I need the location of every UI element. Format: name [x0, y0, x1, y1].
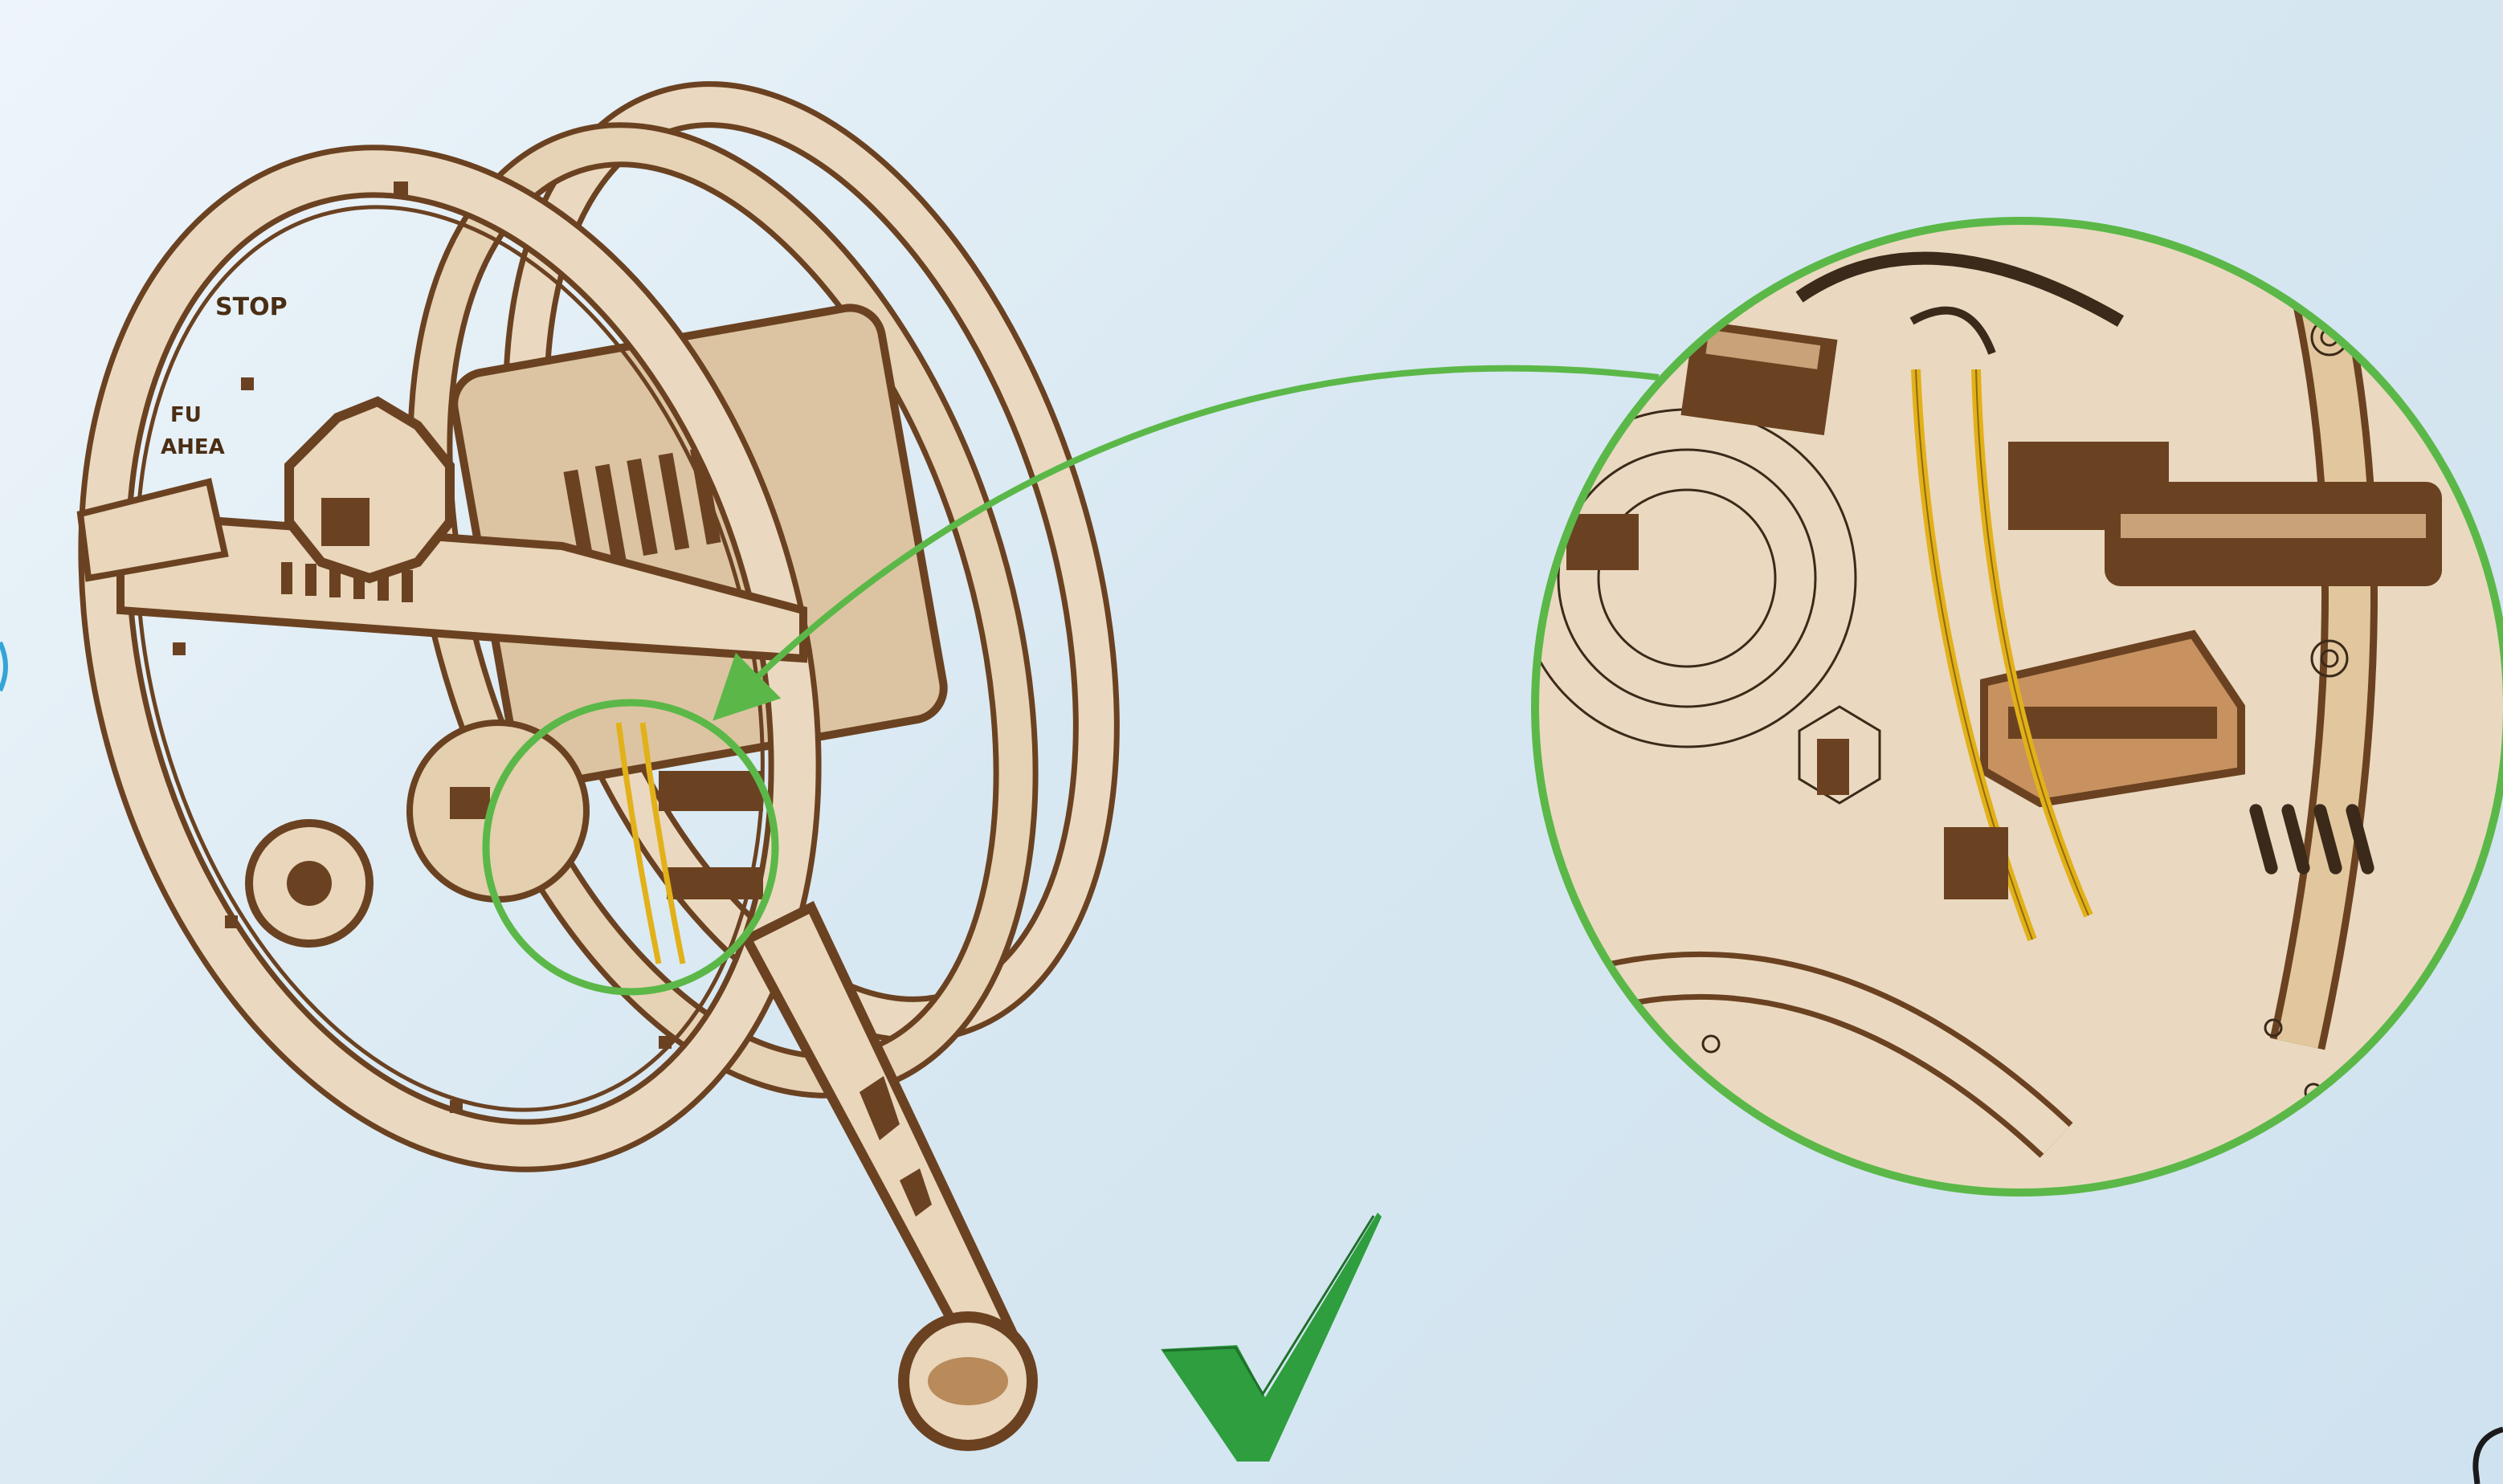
zoom-callout [1518, 209, 2503, 1205]
lower-hub [249, 723, 586, 944]
circle-fragment-icon [2476, 1429, 2503, 1484]
wooden-model: STOP FU AHEA [0, 32, 1203, 1445]
checkmark-icon [1161, 1213, 1382, 1462]
ahead-label: AHEA [161, 435, 225, 459]
edge-fragment [0, 642, 6, 691]
full-label: FU [170, 403, 202, 427]
star-knob [289, 402, 450, 578]
stop-label: STOP [215, 293, 288, 321]
